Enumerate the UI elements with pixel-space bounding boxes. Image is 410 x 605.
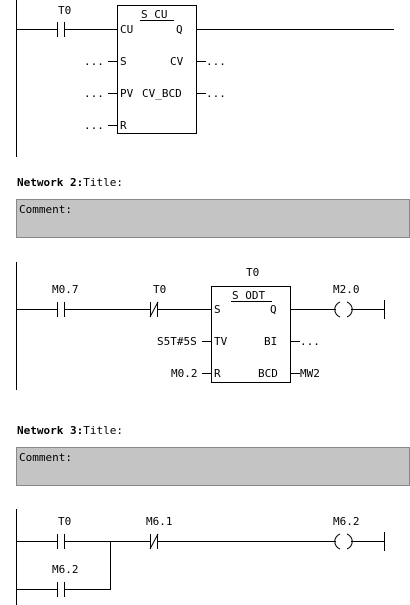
pin-q: Q: [176, 23, 183, 36]
network-2-sep: :: [76, 176, 84, 189]
pin-s-odt-s: S: [214, 303, 221, 316]
pin-s-odt-r: R: [214, 367, 221, 380]
coil-m62-left: [334, 533, 341, 550]
coil-m62-label: M6.2: [333, 515, 360, 528]
network-2-header: Network 2:Title:: [17, 176, 123, 189]
pin-cu: CU: [120, 23, 133, 36]
pin-s-odt-q: Q: [270, 303, 277, 316]
s-odt-block: [211, 286, 291, 383]
network-2-title[interactable]: Title:: [83, 176, 123, 189]
network-3-sep: :: [76, 424, 84, 437]
pin-bcd: BCD: [258, 367, 278, 380]
network-2-label: Network 2: [17, 176, 77, 189]
network-3-comment-box[interactable]: Comment:: [16, 447, 410, 486]
ellipsis-cv: ...: [206, 55, 226, 68]
ellipsis-bi: ...: [300, 335, 320, 348]
s-odt-title: S_ODT: [232, 289, 265, 302]
pin-cv: CV: [170, 55, 184, 68]
tv-value: S5T#5S: [157, 335, 197, 348]
contact-t0-nc-label: T0: [153, 283, 166, 296]
ellipsis-s: ...: [84, 55, 104, 68]
s-cu-title: S_CU: [141, 8, 168, 21]
timer-name: T0: [246, 266, 259, 279]
contact-m61-slash: [149, 533, 159, 550]
ellipsis-r: ...: [84, 119, 104, 132]
contact-t0-nc-slash: [149, 301, 159, 318]
network-2-comment: Comment:: [19, 203, 72, 216]
pin-tv: TV: [214, 335, 228, 348]
pin-cv-bcd: CV_BCD: [142, 87, 182, 100]
s-cu-block: [117, 5, 197, 134]
pin-bi: BI: [264, 335, 277, 348]
coil-m20-left: [334, 301, 341, 318]
network-3-title[interactable]: Title:: [83, 424, 123, 437]
ellipsis-pv: ...: [84, 87, 104, 100]
contact-t0-n3-label: T0: [58, 515, 71, 528]
network-3-comment: Comment:: [19, 451, 72, 464]
network-3-header: Network 3:Title:: [17, 424, 123, 437]
pin-r: R: [120, 119, 127, 132]
contact-m62-label: M6.2: [52, 563, 79, 576]
contact-m61-label: M6.1: [146, 515, 173, 528]
network-2-comment-box[interactable]: Comment:: [16, 199, 410, 238]
bcd-value: MW2: [300, 367, 320, 380]
pin-s: S: [120, 55, 127, 68]
coil-m20-label: M2.0: [333, 283, 360, 296]
r-value: M0.2: [171, 367, 198, 380]
ellipsis-cv-bcd: ...: [206, 87, 226, 100]
contact-m07-label: M0.7: [52, 283, 79, 296]
contact-t0-label: T0: [58, 4, 71, 17]
network-3-label: Network 3: [17, 424, 77, 437]
pin-pv: PV: [120, 87, 134, 100]
